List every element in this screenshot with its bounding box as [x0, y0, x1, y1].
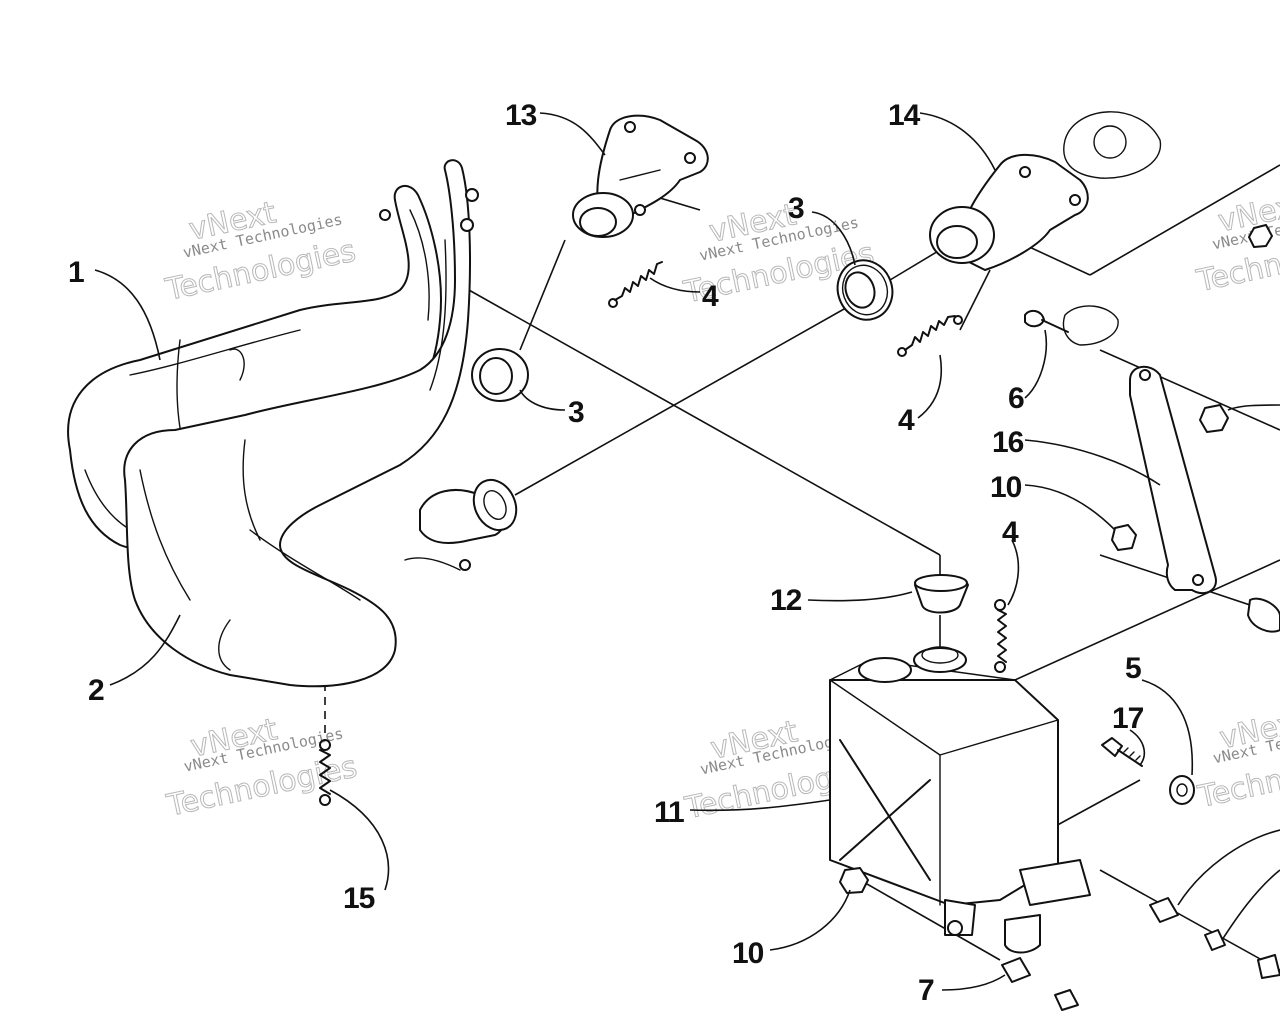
callout-13: 13: [505, 99, 537, 132]
spring-lower-chamber: [319, 739, 331, 806]
callout-1: 1: [68, 256, 84, 289]
grommet: [914, 574, 969, 614]
callout-4-upper-right: 4: [898, 404, 915, 437]
nut-upper: [1111, 524, 1137, 551]
callout-11: 11: [654, 796, 684, 829]
leader-lines: [94, 112, 1280, 991]
silencer-box: [829, 646, 1091, 954]
callout-labels: 1 2 3 3 4 4 4 5 6 7 10 10 11 12 13 14 15…: [68, 99, 1145, 1007]
callout-3-left: 3: [568, 396, 584, 429]
callout-10-upper: 10: [990, 471, 1022, 504]
exhaust-manifold-left: [572, 114, 709, 238]
bracket: [1129, 365, 1280, 633]
callout-2: 2: [88, 674, 104, 707]
watermark-bottom-right: vNext Technologies vNext Technologies: [1194, 703, 1280, 815]
spacer: [1001, 897, 1280, 1011]
chamber-inlet-pipe: [379, 188, 518, 571]
seal-ring-left: [471, 348, 529, 402]
callout-15: 15: [343, 882, 375, 915]
callout-6: 6: [1008, 382, 1024, 415]
exhaust-manifold-right: [929, 111, 1162, 271]
watermark-bottom-left: vNext Technologies vNext Technologies: [163, 712, 361, 825]
callout-4-center: 4: [1002, 516, 1019, 549]
callout-17: 17: [1112, 702, 1144, 735]
watermark-top-left: vNext Technologies vNext Technologies: [162, 195, 360, 309]
callout-4-upper-left: 4: [702, 280, 719, 313]
callout-16: 16: [992, 426, 1024, 459]
expansion-chamber-front: [123, 159, 471, 688]
callout-5: 5: [1125, 652, 1141, 685]
callout-3-right: 3: [788, 192, 804, 225]
spring-upper-right: [897, 315, 963, 357]
bracket-bolt: [1024, 305, 1119, 346]
callout-14: 14: [888, 99, 921, 132]
spring-center: [994, 599, 1007, 673]
washer: [1169, 775, 1195, 805]
nut-top-right: [1199, 224, 1273, 433]
callout-7: 7: [918, 974, 934, 1007]
callout-10-lower: 10: [732, 937, 764, 970]
nut-lower: [839, 867, 869, 894]
bolt: [1101, 737, 1143, 767]
seal-ring-right: [836, 259, 894, 321]
callout-12: 12: [770, 584, 802, 617]
spring-upper-left: [608, 261, 663, 308]
